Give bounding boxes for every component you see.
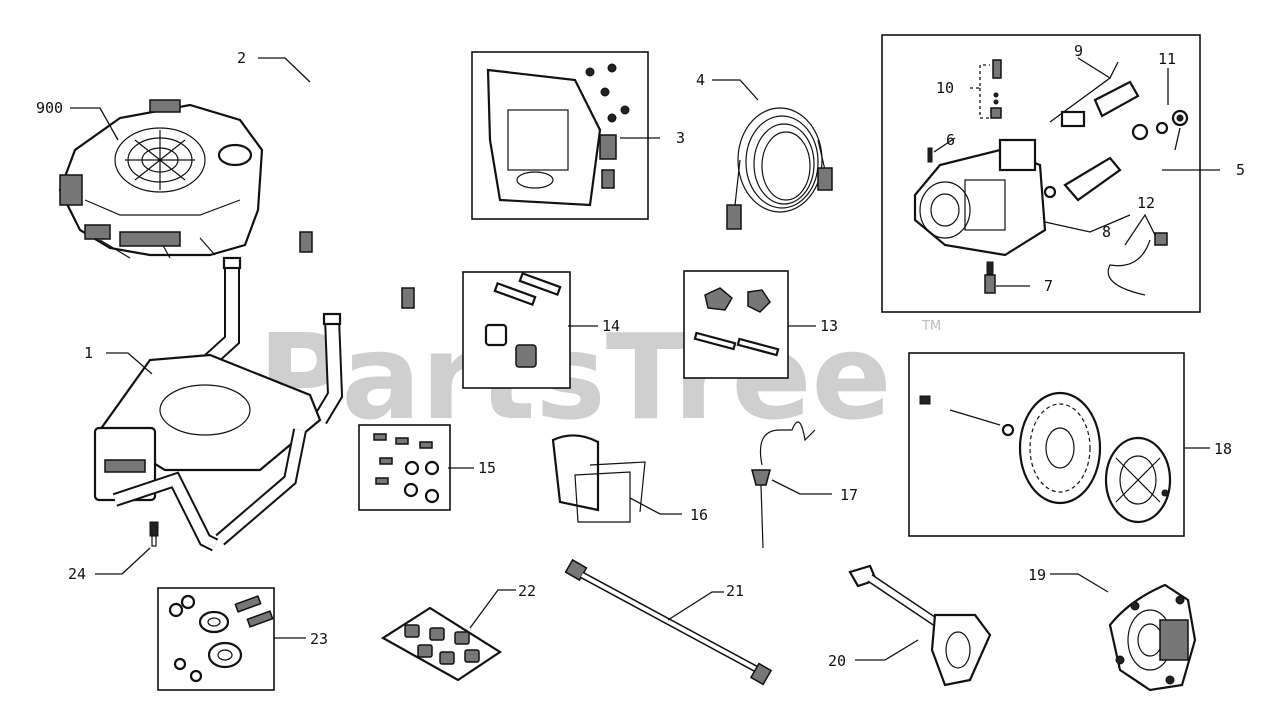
callout-24: 24 [68, 565, 86, 583]
callout-6: 6 [946, 131, 955, 149]
callout-12: 12 [1137, 194, 1155, 212]
hose-part-4[interactable] [726, 107, 833, 230]
leader-11 [1167, 68, 1181, 151]
engine-part-900[interactable] [58, 99, 264, 259]
wheel-part-18[interactable] [919, 391, 1172, 524]
hose-hanger-part-19[interactable] [1108, 583, 1197, 692]
callout-7: 7 [1044, 277, 1053, 295]
callout-22: 22 [518, 582, 536, 600]
pump-part-5[interactable] [913, 138, 1047, 257]
leader-24 [95, 547, 151, 575]
callout-10: 10 [936, 79, 954, 97]
fitting-part-8[interactable] [1043, 156, 1122, 202]
hardware-kit-part-13[interactable] [693, 287, 780, 357]
leader-16 [629, 497, 682, 515]
callout-11: 11 [1158, 50, 1176, 68]
wand-part-21[interactable] [564, 558, 773, 686]
leader-21 [667, 591, 724, 621]
callout-900: 900 [36, 99, 63, 117]
bracket-part-16[interactable] [551, 434, 646, 523]
callout-4: 4 [696, 71, 705, 89]
callout-20: 20 [828, 652, 846, 670]
callout-15: 15 [478, 459, 496, 477]
pin-part-6[interactable] [927, 147, 933, 163]
leader-900 [70, 107, 119, 141]
callout-17: 17 [840, 486, 858, 504]
callout-21: 21 [726, 582, 744, 600]
callout-13: 13 [820, 317, 838, 335]
callout-9: 9 [1074, 42, 1083, 60]
inlet-part-9[interactable] [1060, 80, 1169, 141]
leader-9 [1049, 57, 1119, 123]
callout-23: 23 [310, 630, 328, 648]
leader-22 [469, 589, 516, 629]
callout-3: 3 [676, 129, 685, 147]
handle-part-2[interactable] [299, 84, 446, 309]
watermark-text: PartsTree [258, 308, 892, 446]
callout-8: 8 [1102, 223, 1111, 241]
valve-part-7[interactable] [984, 261, 996, 294]
hardware-kit-part-23[interactable] [168, 594, 274, 683]
bolt-part-24[interactable] [149, 521, 159, 547]
callout-2: 2 [237, 49, 246, 67]
callout-1: 1 [84, 344, 93, 362]
spray-gun-part-20[interactable] [848, 564, 992, 687]
leader-6 [933, 137, 956, 153]
hardware-box-13 [683, 270, 789, 379]
leader-19 [1050, 573, 1109, 593]
leader-12 [1124, 213, 1156, 246]
watermark-trademark: TM [921, 319, 941, 334]
callout-14: 14 [602, 317, 620, 335]
hardware-kit-part-15[interactable] [373, 433, 440, 504]
unloader-part-10[interactable] [990, 59, 1002, 119]
callout-16: 16 [690, 506, 708, 524]
probe-part-17[interactable] [751, 421, 816, 549]
callout-5: 5 [1236, 161, 1245, 179]
nozzle-kit-part-22[interactable] [380, 606, 503, 682]
cap-part-11[interactable] [1171, 109, 1189, 127]
leader-17 [771, 479, 832, 495]
leader-4 [712, 79, 759, 101]
frame-part-1[interactable] [93, 256, 344, 552]
hardware-kit-part-14[interactable] [484, 271, 562, 368]
control-panel-part-3[interactable] [486, 63, 630, 207]
leader-10 [970, 64, 990, 119]
callout-18: 18 [1214, 440, 1232, 458]
leader-20 [855, 639, 919, 661]
leader-2 [258, 57, 311, 83]
tube-part-12[interactable] [1107, 232, 1168, 296]
callout-19: 19 [1028, 566, 1046, 584]
leader-8 [1044, 214, 1131, 233]
leader-1 [106, 352, 153, 375]
